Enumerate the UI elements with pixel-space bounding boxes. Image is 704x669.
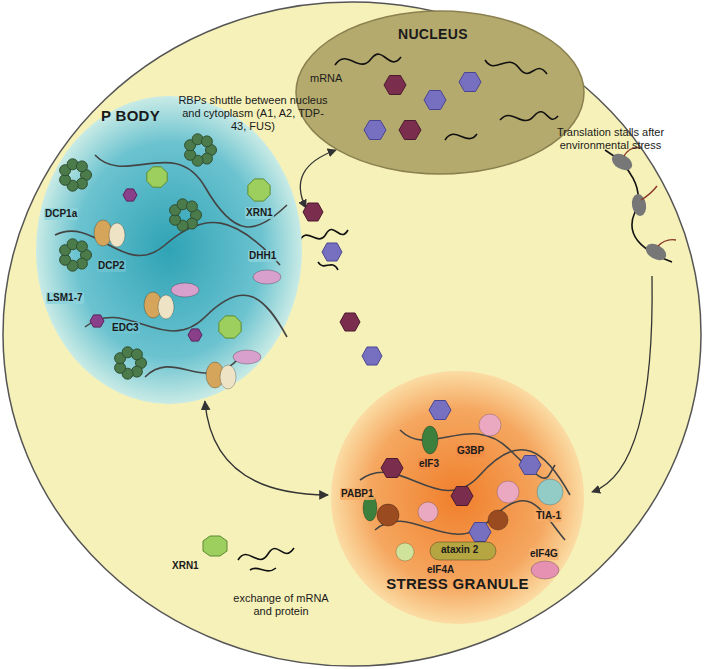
shuttle-arrow xyxy=(300,150,336,208)
nascent-peptide xyxy=(624,148,676,246)
rbp-hexagon xyxy=(384,76,406,95)
rbp-hexagon xyxy=(424,91,446,110)
region-heading: P BODY xyxy=(101,107,160,124)
protein-label: LSM1-7 xyxy=(46,292,84,304)
rbp-hexagon xyxy=(519,456,541,475)
protein-label: ataxin 2 xyxy=(440,544,479,556)
protein-label: eIF4A xyxy=(426,564,455,576)
rbp-hexagon xyxy=(364,121,386,140)
cell-outline xyxy=(3,2,701,666)
rbp-hexagon xyxy=(469,523,491,542)
dcp1a-protein xyxy=(109,223,125,247)
region-heading: NUCLEUS xyxy=(398,26,468,42)
mrna-strand xyxy=(95,155,287,227)
eif4g-protein xyxy=(531,561,559,579)
mrna-strand xyxy=(445,134,477,140)
g3bp-protein xyxy=(418,502,438,522)
annotation: RBPs shuttle between nucleus and cytopla… xyxy=(178,94,328,134)
protein-label: eIF4G xyxy=(529,548,559,560)
dhh1-protein xyxy=(253,270,281,284)
pabp1-protein xyxy=(488,510,508,530)
rbp-hexagon xyxy=(362,347,382,365)
protein-label: TIA-1 xyxy=(535,510,562,522)
xrn1-octagon xyxy=(219,316,241,338)
lsm-ring xyxy=(186,201,197,212)
stress-granule: STRESS GRANULE PABP1 eIF3 G3BP TIA-1 ataxin 2… xyxy=(330,370,585,625)
g3bp-protein xyxy=(497,481,519,503)
xrn1-octagon xyxy=(248,179,270,201)
protein-label: eIF3 xyxy=(418,458,440,470)
protein-label: DHH1 xyxy=(248,250,277,262)
g3bp-protein xyxy=(479,414,501,436)
mrna-strand xyxy=(300,229,348,270)
rbp-hexagon xyxy=(429,401,451,420)
protein-label: DCP2 xyxy=(97,260,126,272)
rbp-hexagon xyxy=(123,189,137,201)
ribosome xyxy=(609,150,635,173)
eif4a-protein xyxy=(396,543,414,561)
rbp-hexagon xyxy=(451,487,473,506)
rbp-hexagon xyxy=(90,315,104,327)
exchange-arrow xyxy=(205,401,328,495)
dcp1a-protein xyxy=(158,295,174,319)
nucleus: NUCLEUS mRNA xyxy=(295,10,585,175)
rbp-hexagon xyxy=(459,73,481,92)
mrna-strand xyxy=(238,548,294,571)
mrna-strand xyxy=(85,295,287,337)
lsm-ring xyxy=(76,241,87,252)
protein-label: DCP1a xyxy=(44,208,78,220)
protein-label: XRN1 xyxy=(172,560,199,572)
rbp-hexagon xyxy=(340,313,360,331)
p-body-shape xyxy=(36,96,302,404)
dhh1-protein xyxy=(233,350,261,364)
rbp-hexagon xyxy=(322,243,342,261)
annotation: Translation stalls after environmental s… xyxy=(548,126,673,152)
region-heading: STRESS GRANULE xyxy=(330,575,585,592)
xrn1-octagon xyxy=(203,536,227,556)
ribosome xyxy=(643,240,669,263)
dhh1-protein xyxy=(171,283,199,297)
ataxin2-protein xyxy=(430,542,496,560)
edge-label: exchange of mRNA and protein xyxy=(226,592,336,618)
protein-label: XRN1 xyxy=(245,207,274,219)
lsm-ring xyxy=(201,136,212,147)
dcp1a-protein xyxy=(220,365,236,389)
rbp-hexagon xyxy=(381,459,403,478)
protein-label: PABP1 xyxy=(340,488,375,500)
protein-label: mRNA xyxy=(309,72,343,85)
mrna-strand xyxy=(485,60,547,74)
stress-arrow xyxy=(592,276,652,492)
tia1-protein xyxy=(537,479,563,505)
protein-label: EDC3 xyxy=(111,322,140,334)
mrna-strand xyxy=(55,222,280,265)
protein-label: G3BP xyxy=(456,445,485,457)
eif3-protein xyxy=(422,426,438,454)
rbp-hexagon xyxy=(188,329,202,341)
stress-granule-shape xyxy=(331,371,584,624)
lsm-ring xyxy=(131,349,142,360)
rbp-hexagon xyxy=(303,203,323,221)
mrna-strand xyxy=(500,112,558,121)
rbp-hexagon xyxy=(399,121,421,140)
nucleus-shape xyxy=(296,11,584,174)
lsm-ring xyxy=(76,161,87,172)
pabp1-protein xyxy=(377,504,399,526)
p-body: P BODY DCP1aDCP2LSM1-7EDC3 XRN1DHH1 xyxy=(35,95,303,405)
mrna-strand xyxy=(335,54,401,65)
xrn1-octagon xyxy=(147,167,167,187)
stalled-mrna xyxy=(605,150,672,262)
